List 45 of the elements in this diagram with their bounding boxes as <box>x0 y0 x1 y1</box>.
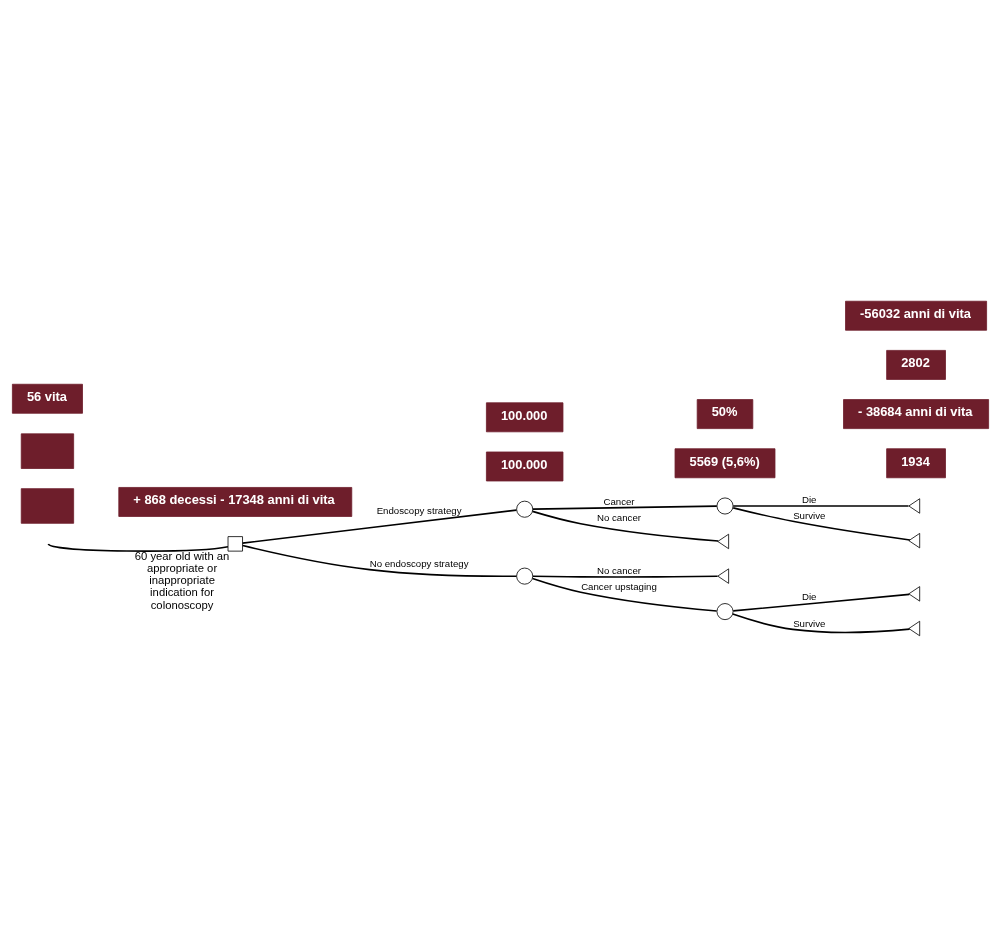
connector <box>732 505 910 507</box>
node-circle <box>516 567 534 585</box>
connector <box>531 510 719 542</box>
node-box: + 868 decessi - 17348 anni di vita <box>118 487 353 517</box>
node-triangle <box>717 568 730 584</box>
edge-label: Die <box>802 590 817 602</box>
edge-label: Die <box>802 494 817 506</box>
node-box: 1934 <box>886 448 946 479</box>
node-circle <box>716 603 734 621</box>
edge-label: Survive <box>793 617 826 629</box>
connector <box>532 505 718 510</box>
edge-label: No cancer <box>597 565 642 577</box>
node-triangle <box>908 586 921 602</box>
connector <box>47 543 229 552</box>
node-circle <box>716 497 734 515</box>
node-box <box>227 536 243 552</box>
node-triangle <box>908 620 921 637</box>
connector <box>531 577 718 612</box>
node-label: 60 year old with an appropriate or inappropriate indication for colonoscopy <box>134 550 230 611</box>
edge-label: No cancer <box>597 511 642 523</box>
connector <box>732 507 911 541</box>
node-triangle <box>908 498 921 514</box>
connector <box>731 613 911 634</box>
node-box <box>20 488 75 524</box>
edge-label: Cancer upstaging <box>581 580 657 592</box>
node-box: 5569 (5,6%) <box>674 448 776 479</box>
node-box: - 38684 anni di vita <box>843 399 990 429</box>
connector <box>241 509 518 544</box>
node-box: -56032 anni di vita <box>845 300 987 331</box>
node-circle <box>516 500 534 518</box>
node-triangle <box>717 533 730 550</box>
node-box: 2802 <box>886 350 946 380</box>
edge-label: No endoscopy strategy <box>369 557 469 569</box>
edge-label: Survive <box>793 509 826 521</box>
connector <box>532 575 719 578</box>
node-box: 100.000 <box>486 451 564 482</box>
connector <box>241 544 518 578</box>
node-box: 56 vita <box>11 383 83 414</box>
edge-label: Endoscopy strategy <box>376 504 462 516</box>
node-box: 100.000 <box>486 402 564 433</box>
node-box <box>20 433 75 469</box>
connector <box>732 593 911 612</box>
node-triangle <box>908 533 921 549</box>
edge-label: Cancer <box>603 495 635 507</box>
node-box: 50% <box>696 399 754 429</box>
